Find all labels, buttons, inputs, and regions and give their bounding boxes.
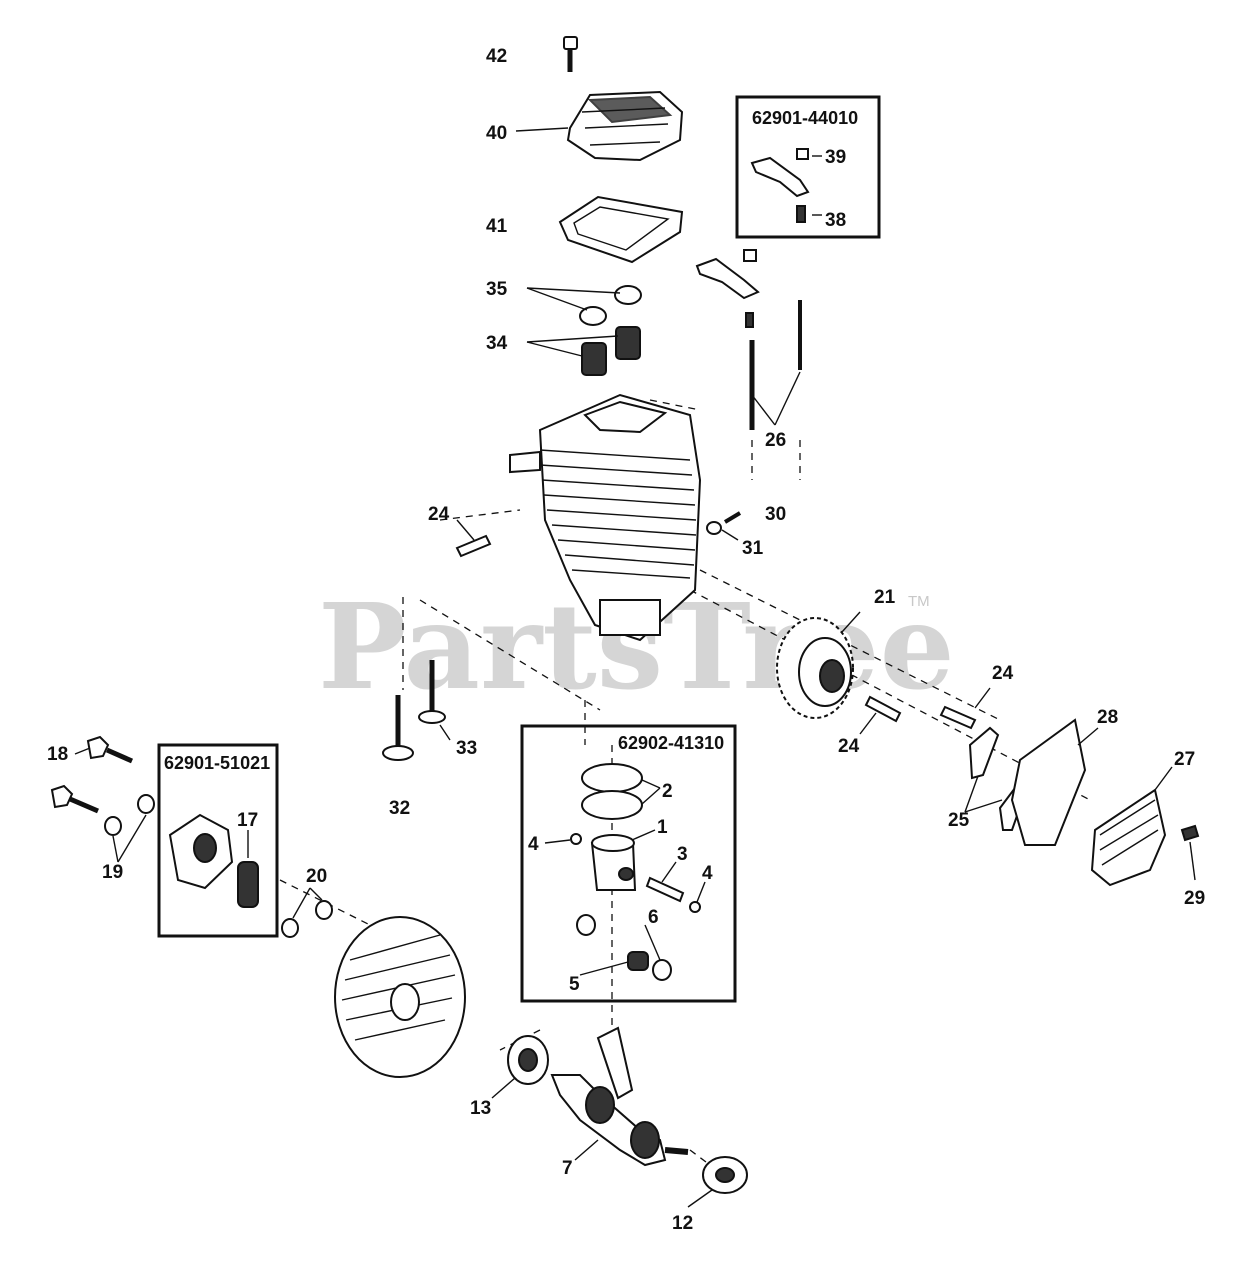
callout-21: 21 [874, 587, 896, 608]
callout-17: 17 [237, 810, 258, 831]
part-26-push-rod-icon [749, 300, 802, 430]
callout-26: 26 [765, 430, 786, 451]
part-32-valve-icon [382, 695, 414, 761]
callout-4-right: 4 [702, 863, 713, 884]
callout-1: 1 [657, 817, 668, 838]
callout-6: 6 [648, 907, 659, 928]
callout-labels: 42 40 41 35 34 39 38 26 24 30 31 21 24 2… [47, 46, 1205, 1234]
callout-42: 42 [486, 46, 507, 67]
clutch-shoe-icon [168, 813, 234, 890]
part-40-valve-cover-icon [566, 90, 684, 162]
callout-34: 34 [486, 333, 508, 354]
rocker-arm-kit-icon [750, 148, 810, 223]
callout-27: 27 [1174, 749, 1195, 770]
part-27-crankcase-cover-icon [1090, 788, 1167, 887]
kit-number-rocker: 62901-44010 [752, 108, 858, 128]
callout-18: 18 [47, 744, 68, 765]
leader-lines [74, 127, 1196, 1208]
part-4-pin-clip-icon [570, 833, 701, 913]
part-18-bolt-icon [50, 735, 134, 814]
part-12-bearing-icon [702, 1156, 748, 1194]
kit-box-rocker [735, 95, 881, 239]
part-42-bolt-icon [563, 36, 578, 72]
callout-24-cam: 24 [838, 736, 860, 757]
kit-number-piston: 62902-41310 [618, 733, 724, 753]
callout-20: 20 [306, 866, 327, 887]
part-33-valve-icon [418, 660, 446, 724]
callout-5: 5 [569, 974, 580, 995]
callout-28: 28 [1097, 707, 1118, 728]
part-13-oil-seal-icon [507, 1035, 549, 1085]
part-7-crankshaft-icon [550, 1026, 689, 1167]
kit-box-piston [520, 724, 737, 1003]
callout-31: 31 [742, 538, 764, 559]
callout-41: 41 [486, 216, 508, 237]
part-28-gasket-icon [1010, 718, 1087, 846]
callout-7: 7 [562, 1158, 573, 1179]
callout-25: 25 [948, 810, 970, 831]
part-19-washer-icon [104, 794, 155, 836]
part-35-valve-retainer-icon [579, 285, 642, 326]
part-6-washer-icon [576, 914, 672, 981]
callout-33: 33 [456, 738, 477, 759]
part-1-piston-icon [590, 834, 637, 891]
callout-38: 38 [825, 210, 846, 231]
part-20-washer-icon [281, 900, 333, 938]
callout-30: 30 [765, 504, 786, 525]
flywheel-icon [334, 916, 466, 1078]
part-30-screw-icon [723, 511, 742, 524]
part-24-pin-icon [455, 534, 977, 730]
callout-19: 19 [102, 862, 123, 883]
part-17-clutch-spring-icon [237, 861, 259, 908]
part-21-cam-gear-icon [776, 617, 854, 719]
callout-2: 2 [662, 781, 673, 802]
part-34-valve-spring-icon [581, 326, 641, 376]
cylinder-block-icon [509, 393, 702, 642]
callout-3: 3 [677, 844, 688, 865]
part-41-gasket-icon [558, 195, 684, 264]
part-5-spring-icon [627, 951, 649, 971]
kit-number-clutch: 62901-51021 [164, 753, 270, 773]
kit-box-clutch [157, 743, 279, 938]
callout-29: 29 [1184, 888, 1205, 909]
watermark-trademark: TM [908, 593, 930, 610]
callout-4-left: 4 [528, 834, 539, 855]
callout-24-right: 24 [992, 663, 1014, 684]
part-3-piston-pin-icon [645, 876, 685, 903]
callout-12: 12 [672, 1213, 693, 1234]
part-29-screw-icon [1180, 824, 1200, 842]
callout-32: 32 [389, 798, 410, 819]
callout-24-cylinder: 24 [428, 504, 450, 525]
part-2-piston-ring-icon [581, 763, 643, 820]
callout-35: 35 [486, 279, 508, 300]
callout-40: 40 [486, 123, 507, 144]
part-31-washer-icon [706, 521, 722, 535]
callout-39: 39 [825, 147, 846, 168]
callout-13: 13 [470, 1098, 491, 1119]
rocker-arm-icon [695, 249, 760, 328]
